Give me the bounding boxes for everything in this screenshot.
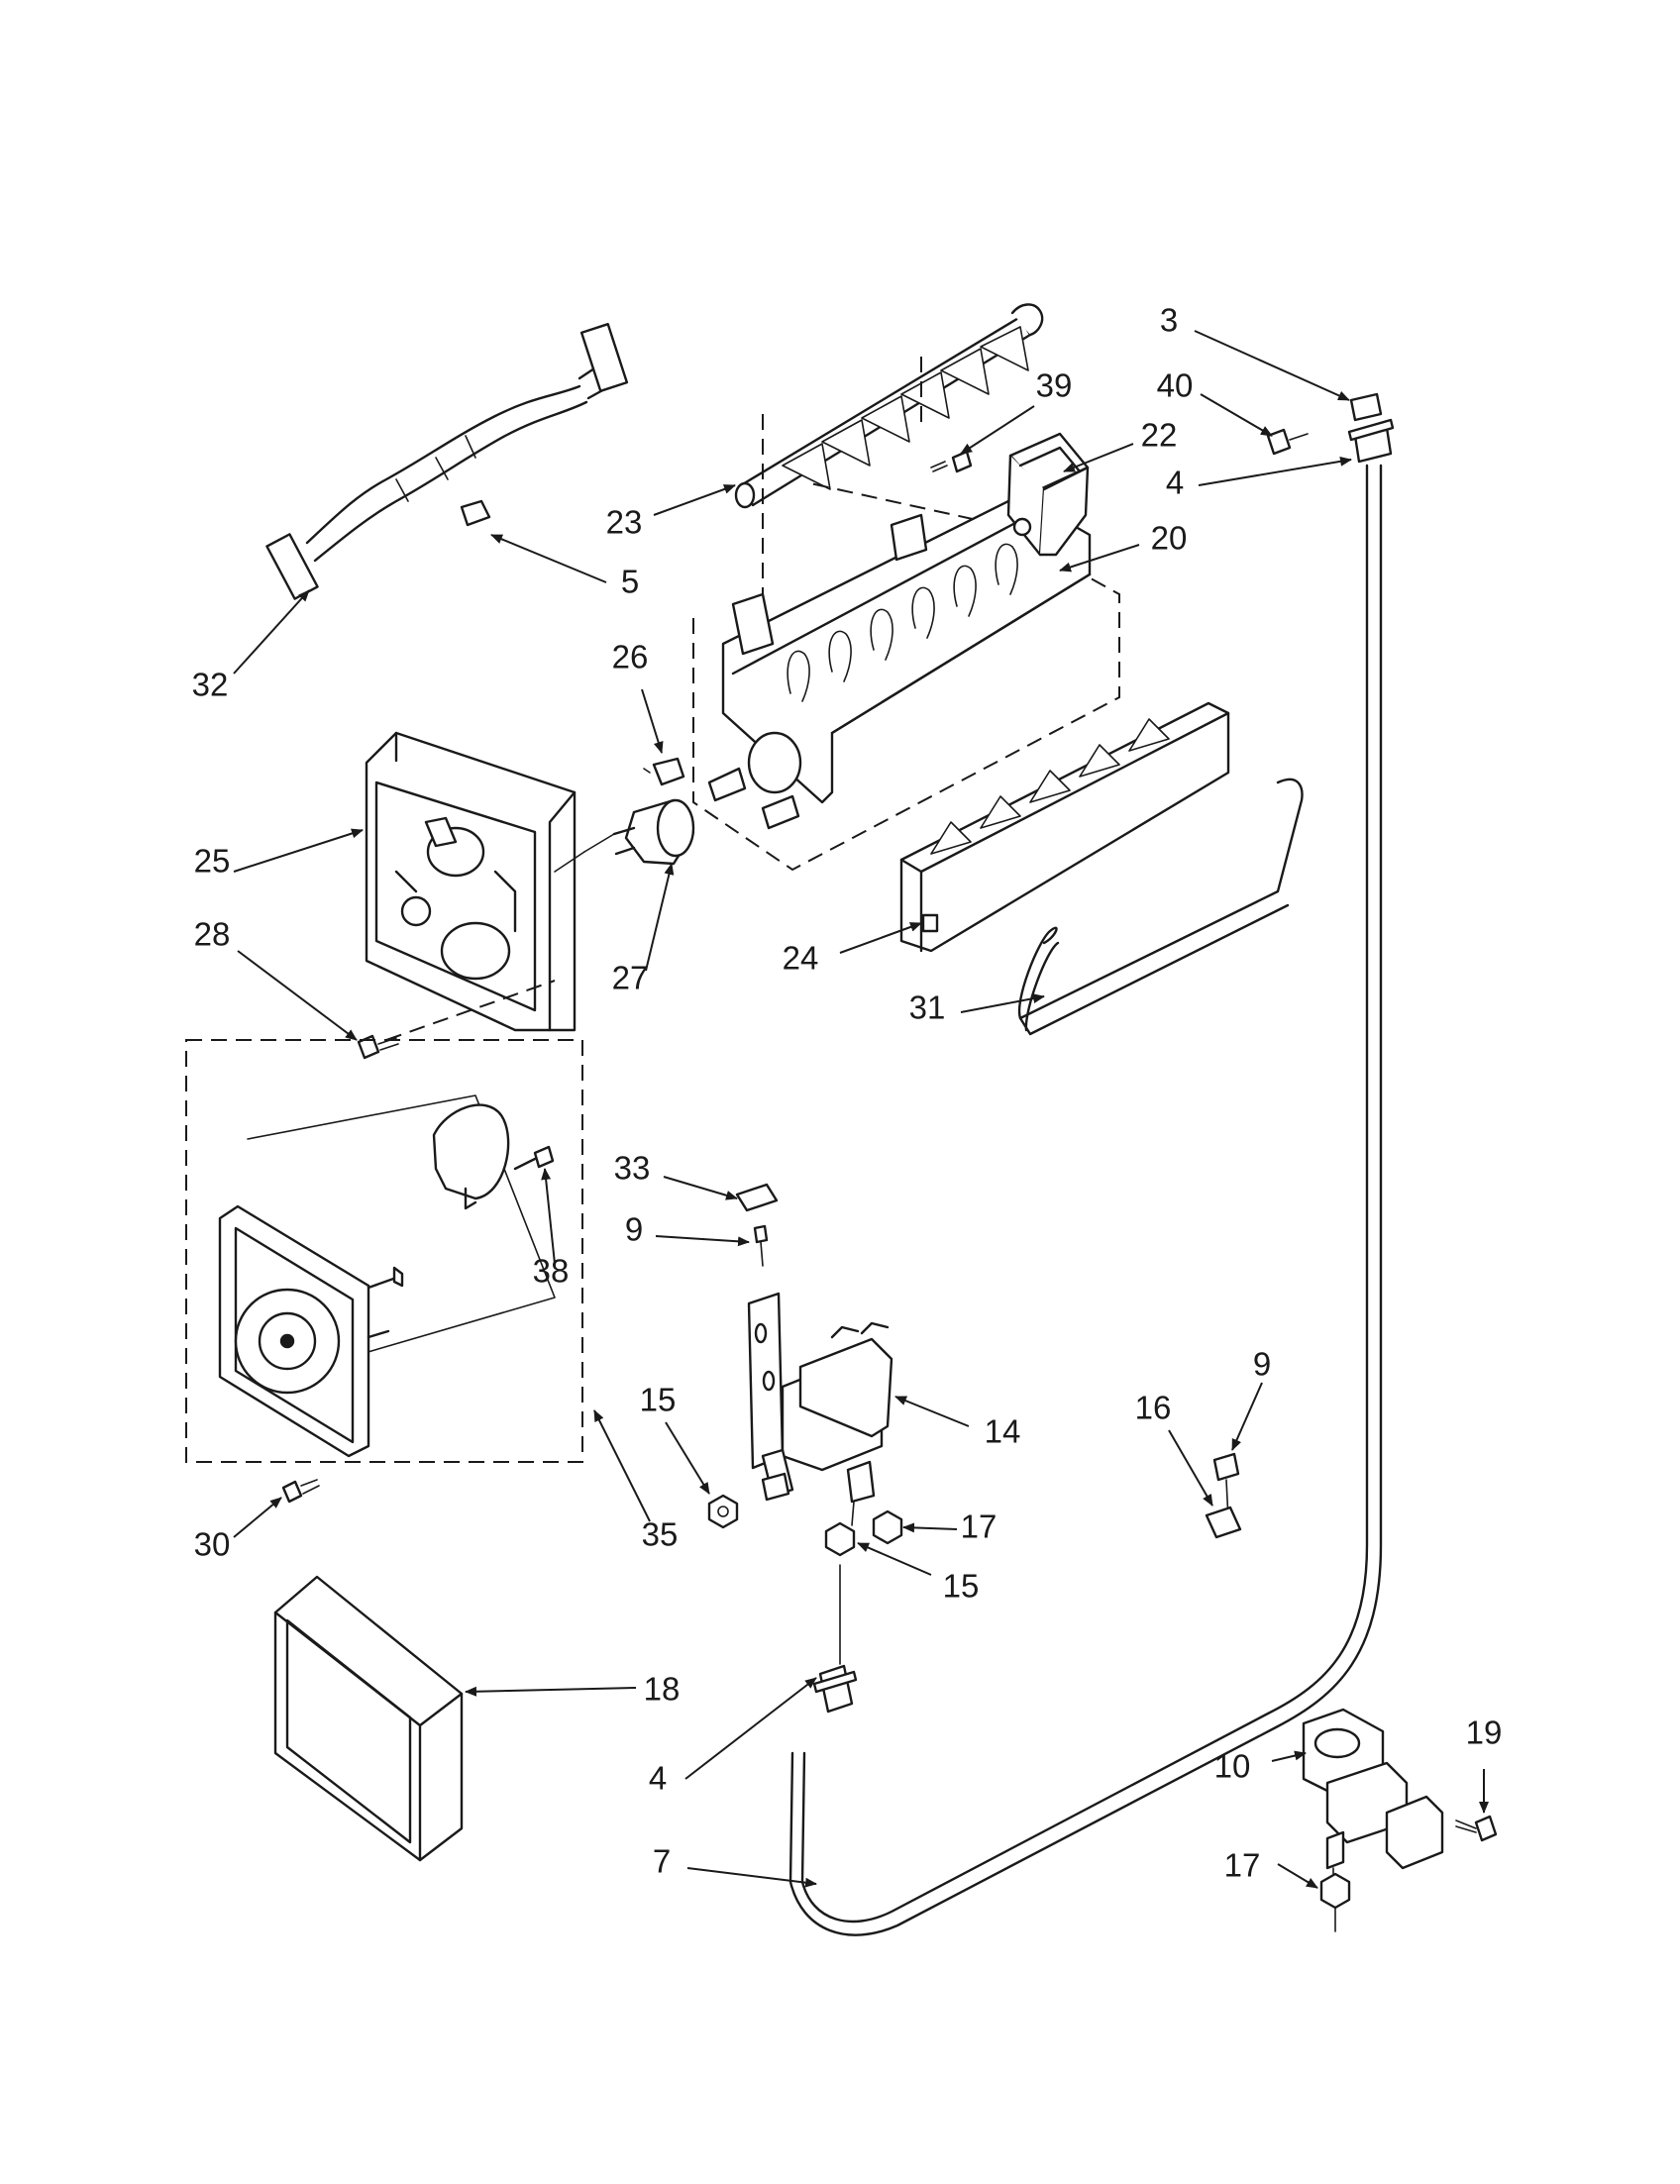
callout-15-upper: 15 — [640, 1382, 677, 1418]
callout-4-lower: 4 — [649, 1760, 667, 1797]
callout-22: 22 — [1141, 417, 1178, 454]
clamp-16-part — [1205, 1452, 1242, 1539]
water-tube-part — [788, 464, 1383, 1936]
callout-23: 23 — [606, 504, 643, 541]
leader-lines — [233, 330, 1489, 1889]
callout-17-upper: 17 — [961, 1508, 998, 1545]
callout-33: 33 — [614, 1150, 651, 1187]
stripper-part — [899, 701, 1230, 953]
screw-30-part — [281, 1479, 320, 1504]
water-valve-part — [747, 1292, 893, 1526]
fill-cup-part — [1006, 432, 1090, 557]
callout-17-lower: 17 — [1224, 1847, 1261, 1884]
callout-18: 18 — [644, 1671, 681, 1708]
clip-26-part — [643, 757, 685, 786]
callout-26: 26 — [612, 639, 649, 676]
callout-9-right: 9 — [1253, 1346, 1271, 1383]
callout-27: 27 — [612, 960, 649, 996]
bracket-33-part — [735, 1183, 779, 1267]
callout-4-upper: 4 — [1166, 465, 1184, 501]
callout-7: 7 — [653, 1843, 671, 1880]
callout-32: 32 — [192, 667, 229, 703]
nut-17-part — [872, 1509, 903, 1545]
callout-35: 35 — [642, 1516, 679, 1553]
callout-15-lower: 15 — [943, 1568, 980, 1605]
callout-40: 40 — [1157, 367, 1194, 404]
callout-5: 5 — [621, 564, 639, 600]
callout-39: 39 — [1036, 367, 1073, 404]
nut-17-lower-part — [1319, 1872, 1351, 1932]
thermostat-part — [583, 798, 695, 866]
callout-14: 14 — [985, 1413, 1021, 1450]
screw-39-part — [930, 450, 973, 473]
callout-19: 19 — [1466, 1715, 1503, 1751]
dispenser-valve-part — [1302, 1708, 1444, 1893]
top-fitting-part — [1266, 392, 1395, 464]
bin-door-part — [273, 1575, 464, 1862]
callout-10: 10 — [1214, 1748, 1251, 1785]
control-housing-part — [365, 731, 577, 1032]
callout-25: 25 — [194, 843, 231, 880]
callout-31: 31 — [909, 989, 946, 1026]
nut-15-part — [707, 1494, 856, 1557]
wire-harness-part — [265, 322, 629, 600]
callout-28: 28 — [194, 916, 231, 953]
motor-module-part — [218, 1094, 556, 1458]
callout-3: 3 — [1160, 302, 1178, 339]
callout-9-upper: 9 — [625, 1211, 643, 1248]
callout-38: 38 — [533, 1253, 570, 1290]
callout-16: 16 — [1135, 1390, 1172, 1426]
callout-24: 24 — [783, 940, 819, 977]
shutoff-arm-part — [1017, 778, 1304, 1036]
ejector-part — [734, 303, 1044, 509]
callout-labels: 3 40 39 22 4 23 20 5 32 26 25 28 27 24 3… — [192, 302, 1503, 1884]
callout-20: 20 — [1151, 520, 1188, 557]
callout-30: 30 — [194, 1526, 231, 1563]
screw-19-part — [1455, 1815, 1498, 1842]
